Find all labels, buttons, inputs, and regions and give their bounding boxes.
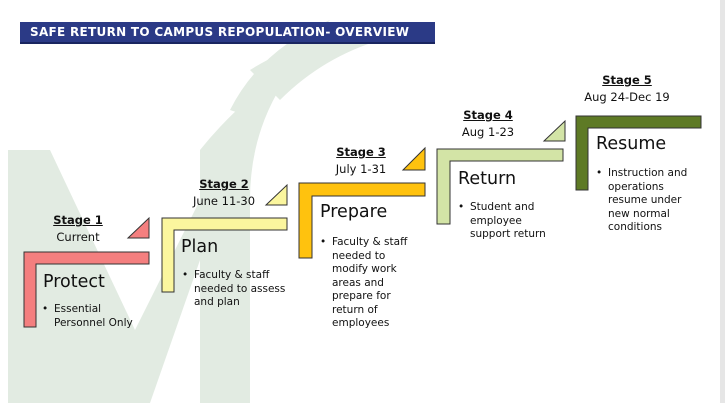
stage-dates: Aug 1-23 bbox=[461, 125, 515, 139]
stage2-step-shape bbox=[161, 217, 288, 293]
stage2-bullet: Faculty & staff needed to assess and pla… bbox=[182, 269, 300, 310]
stage-dates: Current bbox=[56, 230, 100, 244]
stage5-bullet: Instruction and operations resume under … bbox=[596, 167, 700, 235]
stage3-step-shape bbox=[298, 182, 426, 259]
stage4-title: Return bbox=[458, 169, 517, 189]
stage3-arrow-triangle bbox=[401, 146, 426, 171]
stage4-bullet: Student and employee support return bbox=[458, 201, 562, 242]
stage3-title: Prepare bbox=[320, 202, 388, 222]
stage1-arrow-triangle bbox=[126, 216, 150, 239]
stage4-label: Stage 4 Aug 1-23 bbox=[428, 107, 548, 141]
page-title: SAFE RETURN TO CAMPUS REPOPULATION- OVER… bbox=[30, 25, 410, 39]
stage-number: Stage 3 bbox=[336, 145, 386, 159]
stage5-title: Resume bbox=[596, 134, 667, 154]
stage1-bullet: Essential Personnel Only bbox=[42, 303, 154, 330]
stage5-label: Stage 5 Aug 24-Dec 19 bbox=[567, 72, 687, 106]
stage2-title: Plan bbox=[181, 237, 219, 257]
stage-number: Stage 4 bbox=[463, 108, 513, 122]
stage-dates: June 11-30 bbox=[192, 194, 256, 208]
stage1-label: Stage 1 Current bbox=[18, 212, 138, 246]
title-bar: SAFE RETURN TO CAMPUS REPOPULATION- OVER… bbox=[20, 22, 435, 44]
stage-number: Stage 1 bbox=[53, 213, 103, 227]
stage-number: Stage 5 bbox=[602, 73, 652, 87]
stage3-label: Stage 3 July 1-31 bbox=[301, 144, 421, 178]
stage2-label: Stage 2 June 11-30 bbox=[164, 176, 284, 210]
stage-number: Stage 2 bbox=[199, 177, 249, 191]
stage5-step-shape bbox=[575, 115, 702, 191]
stage4-arrow-triangle bbox=[542, 119, 566, 142]
watermark-logo bbox=[8, 20, 430, 403]
stage1-step-shape bbox=[23, 251, 150, 328]
stage2-arrow-triangle bbox=[264, 183, 288, 206]
stage1-title: Protect bbox=[43, 272, 105, 292]
stage-dates: July 1-31 bbox=[335, 162, 387, 176]
stage4-step-shape bbox=[436, 148, 564, 225]
stage-dates: Aug 24-Dec 19 bbox=[584, 90, 670, 104]
stage3-bullet: Faculty & staff needed to modify work ar… bbox=[320, 236, 422, 331]
scrollbar[interactable] bbox=[720, 0, 725, 403]
